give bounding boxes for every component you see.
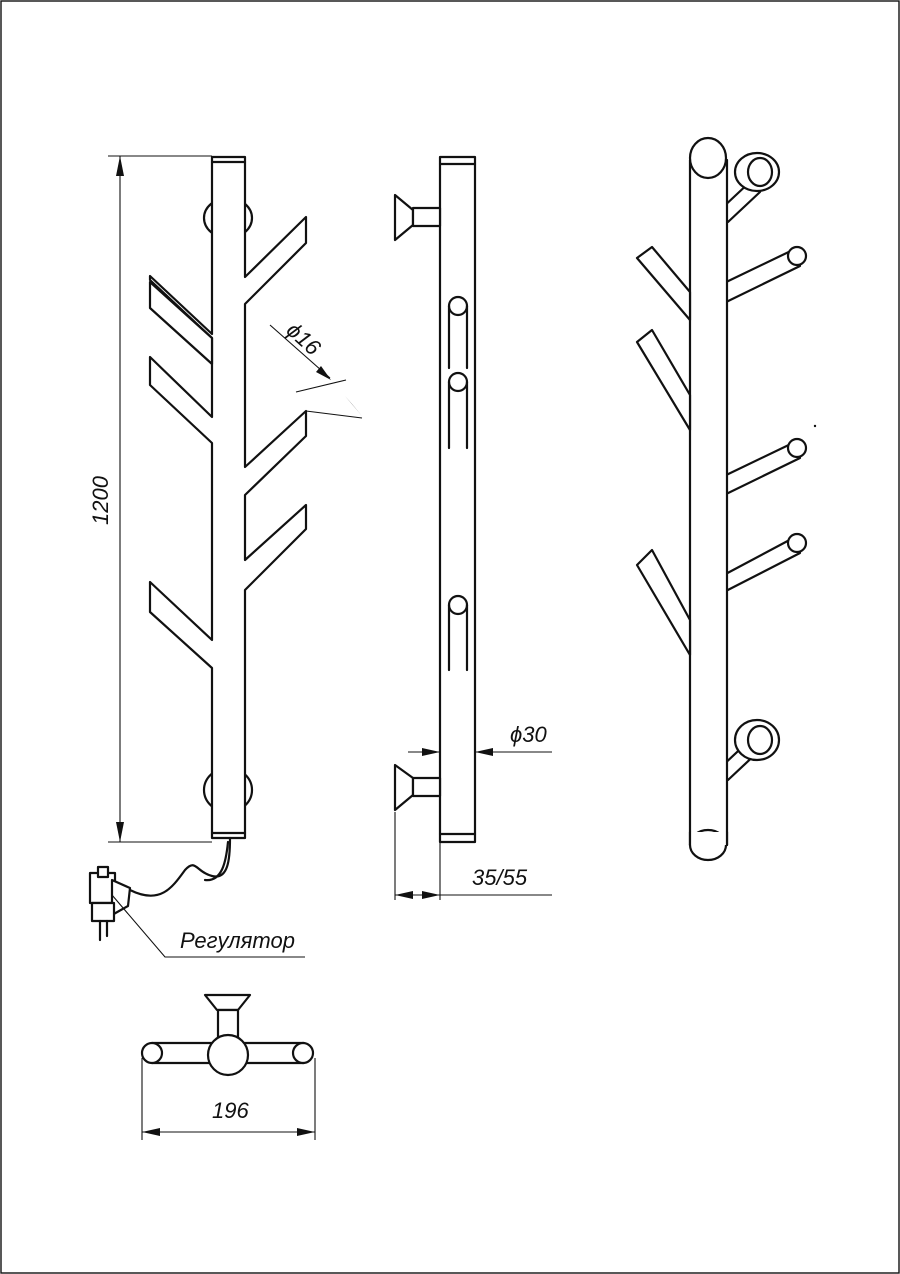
height-dimension [108,155,212,843]
third-view [635,136,817,862]
width-dimension-text: 196 [212,1098,249,1123]
regulator-label: Регулятор [180,928,295,953]
side-pipe [438,155,477,844]
depth-dimension-text: 35/55 [472,865,528,890]
side-bottom-mount-flange [393,763,415,812]
third-branch-left-2 [635,328,692,432]
third-pipe-top [688,136,728,180]
top-wall-cup [203,993,252,1012]
side-top-mount-flange [393,193,415,242]
pipe-diameter-dimension [408,748,552,756]
side-view [393,155,477,844]
front-pipe-outline [148,155,308,840]
cable [128,836,232,897]
height-dimension-text: 1200 [88,475,113,525]
side-branch-ends [447,295,469,672]
regulator-plug [88,865,132,942]
top-wall-post [216,1008,240,1040]
side-bottom-mount-post [411,776,442,798]
third-branch-left-3 [635,548,692,657]
branch-diameter-text: ϕ16 [282,317,327,361]
depth-dimension [394,812,552,900]
cable-inner [203,840,230,882]
width-dimension [141,1058,316,1140]
pipe-diameter-text: ϕ30 [510,722,547,747]
branch-diameter-dimension [269,324,363,419]
side-top-mount-post [411,206,442,228]
front-view [88,155,308,958]
top-view [140,993,315,1077]
third-pipe [688,158,729,847]
front-branch-left-1 [148,280,214,366]
top-center-pipe [206,1033,250,1077]
regulator-leader [111,894,305,958]
third-branch-left-1 [635,245,692,322]
